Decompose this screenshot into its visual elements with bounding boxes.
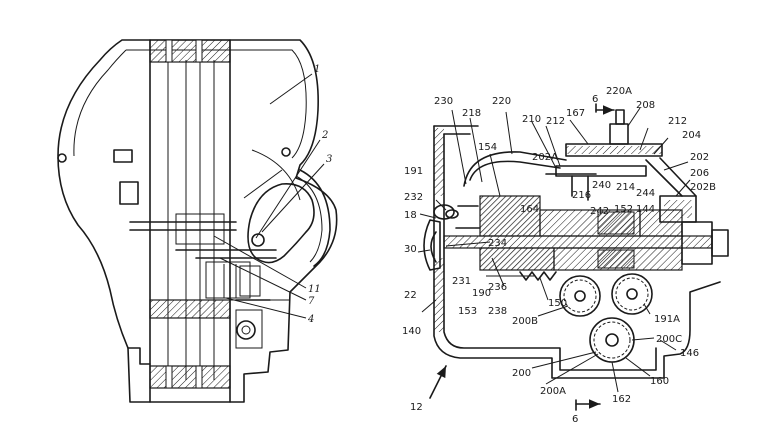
mounting-hole xyxy=(281,147,291,157)
leader-2 xyxy=(255,139,321,239)
cam-arc xyxy=(299,169,331,267)
gear-191A xyxy=(611,273,653,315)
ref-label-11: 11 xyxy=(308,284,321,295)
ref-label-242: 242 xyxy=(590,206,609,217)
ref-label-204: 204 xyxy=(682,130,701,141)
ref-label-1: 1 xyxy=(314,64,320,75)
ref-label-208: 208 xyxy=(636,100,655,111)
ref-label-214: 214 xyxy=(616,182,635,193)
right-leader-lines xyxy=(417,107,691,399)
leader-7 xyxy=(219,257,307,301)
ref-label-4: 4 xyxy=(307,314,314,325)
ref-label-191A: 191A xyxy=(654,314,680,325)
ref-label-190: 190 xyxy=(472,288,491,299)
bottom-hatched-band xyxy=(149,365,231,389)
leader-1 xyxy=(269,73,313,105)
ref-label-200B: 200B xyxy=(512,316,538,327)
ref-label-6-bottom: 6 xyxy=(572,414,578,425)
ref-label-22: 22 xyxy=(404,290,417,301)
ref-label-236: 236 xyxy=(488,282,507,293)
middle-hatched-band xyxy=(149,299,231,319)
ref-label-200A: 200A xyxy=(540,386,566,397)
ref-label-150: 150 xyxy=(548,298,567,309)
ref-label-244: 244 xyxy=(636,188,655,199)
ref-label-12: 12 xyxy=(410,402,423,413)
ref-label-164: 164 xyxy=(520,204,539,215)
ref-label-206: 206 xyxy=(690,168,709,179)
leader-4 xyxy=(225,297,307,319)
ref-label-231: 231 xyxy=(452,276,471,287)
ref-label-153: 153 xyxy=(458,306,477,317)
ref-label-6-top: 6 xyxy=(592,94,598,105)
ref-label-210: 210 xyxy=(522,114,541,125)
ref-label-140: 140 xyxy=(402,326,421,337)
ref-label-220: 220 xyxy=(492,96,511,107)
ref-label-144: 144 xyxy=(636,204,655,215)
right-figure: 230 218 220 6 220A 167 208 212 212 204 2… xyxy=(402,86,729,425)
ref-label-30: 30 xyxy=(404,244,417,255)
ref-label-191: 191 xyxy=(404,166,423,177)
ref-label-2: 2 xyxy=(321,130,328,141)
window-slot xyxy=(119,181,139,205)
ref-label-220A: 220A xyxy=(606,86,632,97)
ref-label-218: 218 xyxy=(462,108,481,119)
ref-label-240: 240 xyxy=(592,180,611,191)
top-hatched-band xyxy=(149,39,231,63)
ref-label-18: 18 xyxy=(404,210,417,221)
left-housing-outline xyxy=(57,39,338,403)
ref-label-202: 202 xyxy=(690,152,709,163)
ref-label-230: 230 xyxy=(434,96,453,107)
left-figure: 1 2 3 11 7 4 xyxy=(57,39,338,403)
window-slot xyxy=(113,149,133,163)
ref-label-212b: 212 xyxy=(668,116,687,127)
ref-label-3: 3 xyxy=(326,154,332,165)
left-housing-inner-outline xyxy=(73,49,307,159)
knob xyxy=(430,231,437,263)
ref-label-200C: 200C xyxy=(656,334,682,345)
plate-202 xyxy=(555,165,647,177)
ref-label-238: 238 xyxy=(488,306,507,317)
rod-218 xyxy=(469,160,561,181)
leader-3 xyxy=(261,163,325,233)
main-shaft xyxy=(443,235,713,249)
gear-block-upper xyxy=(479,195,541,237)
ref-label-216: 216 xyxy=(572,190,591,201)
ref-label-160: 160 xyxy=(650,376,669,387)
ref-label-152: 152 xyxy=(614,204,633,215)
pivot-pin xyxy=(251,233,265,247)
ratchet-teeth xyxy=(519,271,557,281)
ref-label-202B: 202B xyxy=(690,182,716,193)
ref-label-232: 232 xyxy=(404,192,423,203)
case-outline xyxy=(433,125,721,379)
ref-label-7: 7 xyxy=(308,296,315,307)
ref-label-162: 162 xyxy=(612,394,631,405)
gear-200A xyxy=(589,317,635,363)
gear-200B xyxy=(559,275,601,317)
lower-boss xyxy=(236,320,256,340)
mounting-hole xyxy=(57,153,67,163)
leader-11 xyxy=(213,235,307,289)
ref-label-200: 200 xyxy=(512,368,531,379)
ref-label-146: 146 xyxy=(680,348,699,359)
ref-label-212a: 212 xyxy=(546,116,565,127)
ref-label-167: 167 xyxy=(566,108,585,119)
ref-label-154: 154 xyxy=(478,142,497,153)
ref-label-234: 234 xyxy=(488,238,507,249)
gear-block-lower xyxy=(479,247,555,271)
ref-label-202A: 202A xyxy=(532,152,558,163)
